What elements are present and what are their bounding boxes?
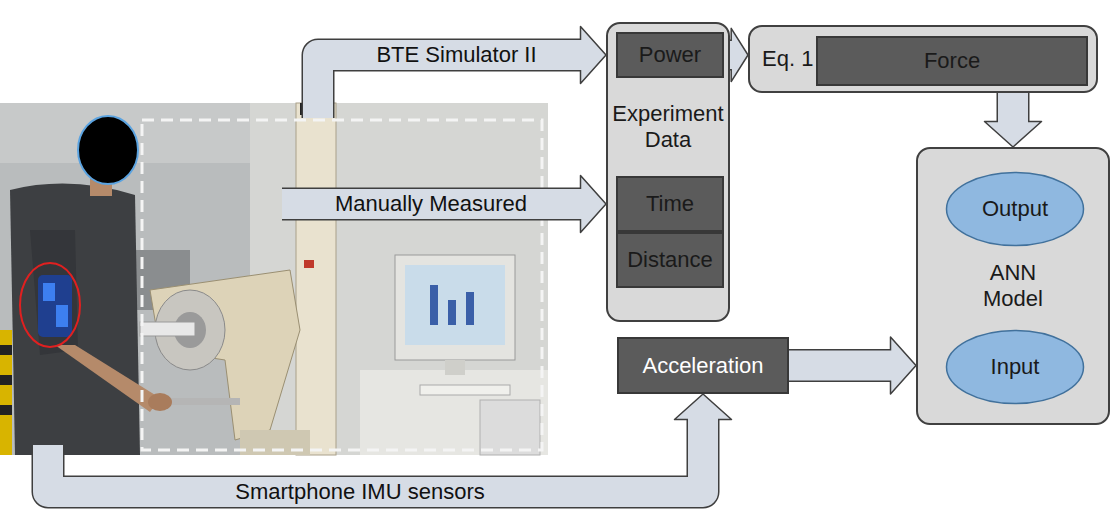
- process-box: Time: [616, 176, 724, 232]
- arrow-label: BTE Simulator II: [373, 42, 539, 68]
- desk: [360, 370, 548, 455]
- flow-arrow: [318, 27, 606, 119]
- column-tag: [304, 260, 314, 268]
- node-text: Acceleration: [642, 353, 763, 379]
- process-box: Force: [816, 36, 1088, 86]
- screen-bar: [466, 292, 474, 325]
- flow-arrow: [48, 394, 732, 492]
- ellipse-node: Output: [945, 171, 1085, 247]
- lab-photo: [0, 103, 548, 455]
- monitor-screen: [405, 265, 505, 345]
- connector-body: [789, 351, 893, 381]
- screen-bar: [430, 285, 438, 325]
- chain-link: [0, 345, 12, 355]
- node-text: Output: [982, 196, 1048, 222]
- arrow-label: Smartphone IMU sensors: [232, 479, 487, 505]
- flow-arrow-head: [581, 176, 607, 233]
- flow-connector: [985, 86, 1042, 147]
- machine-shaft: [140, 322, 195, 336]
- flow-arrow-body: [282, 189, 583, 219]
- label-holder: Manually Measured: [332, 191, 530, 217]
- connector-head: [985, 122, 1042, 148]
- ellipse-node: Input: [945, 329, 1085, 405]
- machine-column: [296, 103, 336, 455]
- photo-wall: [0, 103, 548, 455]
- node-text: Input: [991, 354, 1040, 380]
- group-box: Experiment Data PowerTimeDistance: [606, 22, 730, 322]
- node-text: Force: [924, 48, 980, 74]
- label-holder: Smartphone IMU sensors: [232, 479, 487, 505]
- node-text: ANN Model: [968, 260, 1058, 312]
- keyboard: [420, 385, 510, 395]
- highlight-ellipse: [20, 263, 80, 347]
- ellipse-shape: [947, 331, 1084, 404]
- monitor-bezel: [395, 255, 515, 360]
- monitor-stand: [445, 360, 465, 375]
- node-text: Time: [646, 191, 694, 217]
- armband: [38, 275, 72, 337]
- flow-arrow-head: [581, 27, 607, 84]
- process-box: Acceleration: [617, 337, 789, 394]
- process-box: Power: [616, 32, 724, 78]
- smartphone: [43, 283, 55, 301]
- person-hand: [148, 393, 172, 411]
- screen-bar: [448, 300, 456, 325]
- ellipse-shape: [947, 173, 1084, 246]
- person-forearm: [55, 345, 160, 412]
- chain: [0, 330, 12, 455]
- flow-arrow: [282, 176, 606, 233]
- label-holder: BTE Simulator II: [373, 42, 539, 68]
- computer-tower: [480, 400, 540, 455]
- smartphone: [56, 305, 68, 327]
- flow-connector: [789, 337, 916, 394]
- arrow-label: Manually Measured: [332, 191, 530, 217]
- dashed-frame: [142, 120, 542, 450]
- connector-head: [891, 337, 917, 394]
- person-torso: [10, 184, 140, 455]
- group-box: Eq. 1 Force: [748, 25, 1098, 93]
- node-text: Experiment Data: [609, 101, 727, 153]
- node-text: Power: [639, 42, 701, 68]
- chain-link: [0, 375, 12, 385]
- machine-head: [150, 270, 300, 440]
- node-text: Eq. 1: [762, 46, 818, 72]
- chain-link: [0, 405, 12, 415]
- group-box: ANN Model OutputInput: [916, 147, 1110, 425]
- photo-wall-right: [250, 103, 548, 455]
- connector-head: [731, 28, 748, 81]
- person-head: [78, 116, 138, 184]
- flow-arrow-head: [675, 394, 732, 420]
- process-box: Distance: [616, 232, 724, 288]
- node-text: Distance: [627, 247, 713, 273]
